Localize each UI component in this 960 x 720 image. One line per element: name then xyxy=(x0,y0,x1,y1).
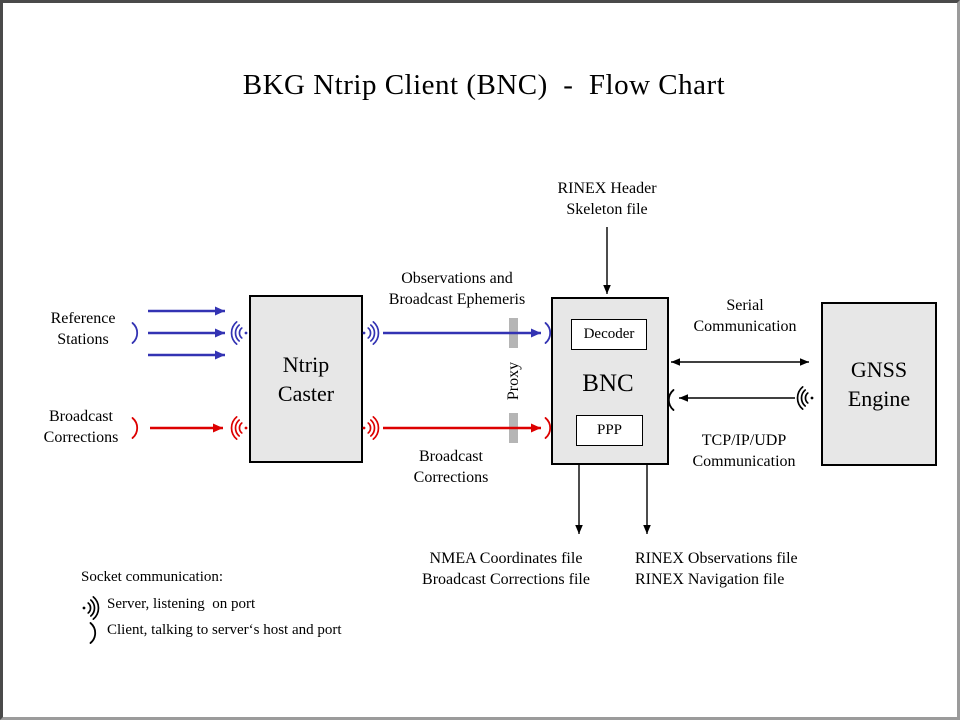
gnss-engine-node: GNSS Engine xyxy=(821,302,937,466)
legend-client-icon xyxy=(89,622,97,644)
server-socket-icon xyxy=(230,416,248,440)
broadcast-corrections-input-label: Broadcast Corrections xyxy=(43,408,119,446)
ntrip-caster-node: Ntrip Caster xyxy=(249,295,363,463)
nmea-outputs-label: NMEA Coordinates file Broadcast Correcti… xyxy=(422,550,590,588)
observations-ephemeris-label: Observations and Broadcast Ephemeris xyxy=(388,270,526,308)
reference-stations-label: Reference Stations xyxy=(50,310,116,348)
server-socket-icon xyxy=(362,321,380,345)
rinex-header-skeleton-label: RINEX Header Skeleton file xyxy=(557,180,657,218)
ppp-node: PPP xyxy=(576,415,643,446)
client-socket-icon xyxy=(544,322,552,344)
decoder-node: Decoder xyxy=(571,319,647,350)
page-title: BKG Ntrip Client (BNC) - Flow Chart xyxy=(242,69,726,101)
bnc-node-label: BNC xyxy=(582,370,634,397)
client-socket-icon xyxy=(131,417,139,439)
server-socket-icon xyxy=(796,386,814,410)
legend-client-item: Client, talking to server‘s host and por… xyxy=(107,622,342,638)
serial-communication-label: Serial Communication xyxy=(693,297,797,335)
client-socket-icon xyxy=(667,389,675,411)
server-socket-icon xyxy=(230,321,248,345)
rinex-outputs-label: RINEX Observations file RINEX Navigation… xyxy=(635,550,798,588)
client-socket-icon xyxy=(544,417,552,439)
tcp-communication-label: TCP/IP/UDP Communication xyxy=(692,432,796,470)
client-socket-icon xyxy=(131,322,139,344)
broadcast-corrections-stream-label: Broadcast Corrections xyxy=(413,448,489,486)
server-socket-icon xyxy=(362,416,380,440)
legend-server-icon xyxy=(82,596,100,620)
proxy-label: Proxy xyxy=(505,361,522,401)
legend-heading: Socket communication: xyxy=(81,569,224,585)
legend-server-item: Server, listening on port xyxy=(107,596,256,612)
